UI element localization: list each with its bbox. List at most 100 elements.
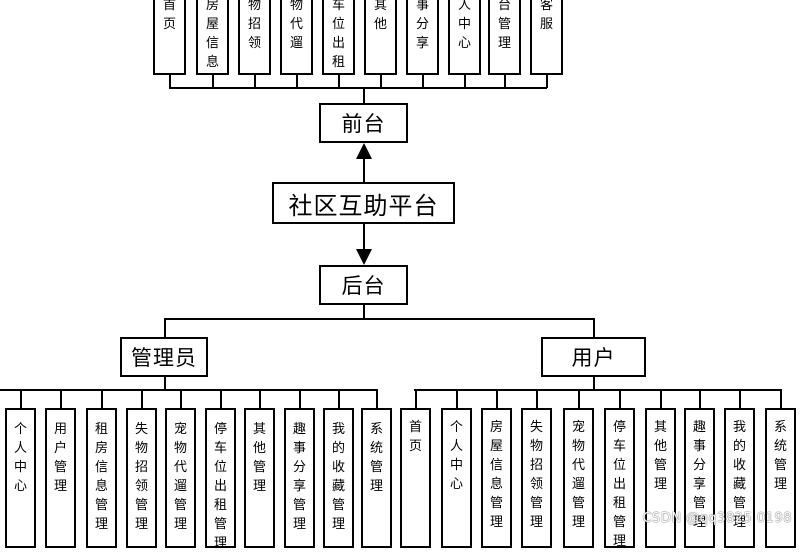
- user-item-label: 首页: [408, 420, 422, 454]
- admin-item-label: 租房信息管理: [94, 422, 108, 532]
- frontend-arrow-head: [356, 143, 372, 159]
- user-item-label: 停车位出租管理: [612, 420, 626, 549]
- admin-node: 管理员: [120, 337, 208, 377]
- admin-item: 个人中心: [5, 408, 36, 548]
- backend-node-label: 后台: [341, 274, 386, 298]
- admin-item-label: 停车位出租管理: [213, 422, 227, 551]
- user-bus-line: [414, 389, 782, 391]
- admin-drop-line: [375, 390, 378, 408]
- backend-trunk-line: [363, 305, 365, 319]
- admin-drop-line: [337, 390, 340, 408]
- frontend-item-label: 客服: [539, 0, 553, 32]
- frontend-drop-line: [379, 75, 382, 88]
- frontend-item: 房屋信息: [196, 0, 229, 75]
- user-drop-line: [618, 390, 621, 408]
- user-item: 首页: [400, 408, 431, 548]
- watermark: CSDN @qq3825 0198: [642, 511, 792, 526]
- user-item-label: 其他管理: [653, 420, 667, 492]
- top-trunk-line: [363, 87, 365, 103]
- frontend-item-label: 车位出租: [331, 0, 345, 70]
- frontend-drop-line: [211, 75, 214, 88]
- admin-drop-line: [258, 390, 261, 408]
- user-item-label: 宠物代遛管理: [571, 420, 585, 530]
- frontend-node: 前台: [319, 103, 408, 143]
- admin-item: 趣事分享管理: [284, 408, 315, 548]
- admin-item-label: 个人中心: [13, 422, 27, 494]
- frontend-item-label: 台管理: [497, 0, 511, 51]
- frontend-drop-line: [337, 75, 340, 88]
- user-item: 停车位出租管理: [604, 408, 635, 549]
- backend-arrow-head: [356, 249, 372, 265]
- frontend-arrow-shaft: [363, 158, 365, 182]
- admin-item: 系统管理: [361, 408, 392, 548]
- user-drop-line: [698, 390, 701, 408]
- user-drop-line: [659, 390, 662, 408]
- frontend-item-label: 物招领: [247, 0, 261, 51]
- backend-arrow-shaft: [363, 224, 365, 250]
- root-node: 社区互助平台: [272, 182, 455, 224]
- user-drop-line: [535, 390, 538, 408]
- admin-drop-line: [19, 390, 22, 408]
- frontend-item: 人中心: [448, 0, 481, 75]
- frontend-item: 物代遛: [280, 0, 313, 75]
- user-item: 系统管理: [765, 408, 796, 548]
- admin-item: 其他管理: [244, 408, 275, 548]
- admin-drop-line: [59, 390, 62, 408]
- admin-item: 停车位出租管理: [205, 408, 236, 551]
- user-node-label: 用户: [571, 346, 616, 370]
- admin-item-label: 系统管理: [369, 422, 383, 494]
- frontend-item: 台管理: [488, 0, 521, 75]
- frontend-drop-line: [463, 75, 466, 88]
- frontend-item: 车位出租: [322, 0, 355, 75]
- frontend-item-label: 首页: [162, 0, 176, 32]
- user-drop-line: [593, 318, 595, 337]
- admin-trunk-line: [164, 377, 166, 390]
- user-trunk-line: [593, 377, 595, 390]
- user-drop-line: [414, 390, 417, 408]
- frontend-drop-line: [545, 75, 548, 88]
- admin-drop-line: [140, 390, 143, 408]
- user-item: 我的收藏管理: [724, 408, 755, 548]
- frontend-item-label: 房屋信息: [205, 0, 219, 70]
- admin-item: 失物招领管理: [126, 408, 157, 548]
- user-drop-line: [577, 390, 580, 408]
- frontend-drop-line: [295, 75, 298, 88]
- admin-drop-line: [179, 390, 182, 408]
- admin-item: 租房信息管理: [86, 408, 117, 548]
- frontend-item: 客服: [530, 0, 563, 75]
- user-drop-line: [779, 390, 782, 408]
- frontend-item: 其他: [364, 0, 397, 75]
- admin-item-label: 失物招领管理: [134, 422, 148, 532]
- user-drop-line: [455, 390, 458, 408]
- user-drop-line: [738, 390, 741, 408]
- user-item-label: 个人中心: [449, 420, 463, 492]
- admin-item: 宠物代遛管理: [165, 408, 196, 548]
- top-bus-line: [169, 87, 547, 89]
- frontend-item-label: 人中心: [457, 0, 471, 51]
- admin-item: 我的收藏管理: [323, 408, 354, 548]
- frontend-drop-line: [168, 75, 171, 88]
- user-item-label: 房屋信息管理: [489, 420, 503, 530]
- root-node-label: 社区互助平台: [288, 191, 439, 220]
- user-drop-line: [495, 390, 498, 408]
- admin-bus-line: [0, 389, 378, 391]
- user-item-label: 我的收藏管理: [732, 420, 746, 530]
- admin-item: 用户管理: [45, 408, 76, 548]
- user-item: 房屋信息管理: [481, 408, 512, 548]
- admin-item-label: 其他管理: [252, 422, 266, 494]
- user-item-label: 趣事分享管理: [692, 420, 706, 530]
- frontend-drop-line: [253, 75, 256, 88]
- user-item-label: 失物招领管理: [529, 420, 543, 530]
- frontend-item: 物招领: [238, 0, 271, 75]
- user-item: 个人中心: [441, 408, 472, 548]
- frontend-item: 首页: [153, 0, 186, 75]
- admin-item-label: 用户管理: [53, 422, 67, 494]
- admin-node-label: 管理员: [131, 346, 197, 370]
- user-item: 其他管理: [645, 408, 676, 548]
- user-item-label: 系统管理: [773, 420, 787, 492]
- user-item: 趣事分享管理: [684, 408, 715, 548]
- admin-item-label: 趣事分享管理: [292, 422, 306, 532]
- frontend-drop-line: [421, 75, 424, 88]
- frontend-item-label: 事分享: [415, 0, 429, 51]
